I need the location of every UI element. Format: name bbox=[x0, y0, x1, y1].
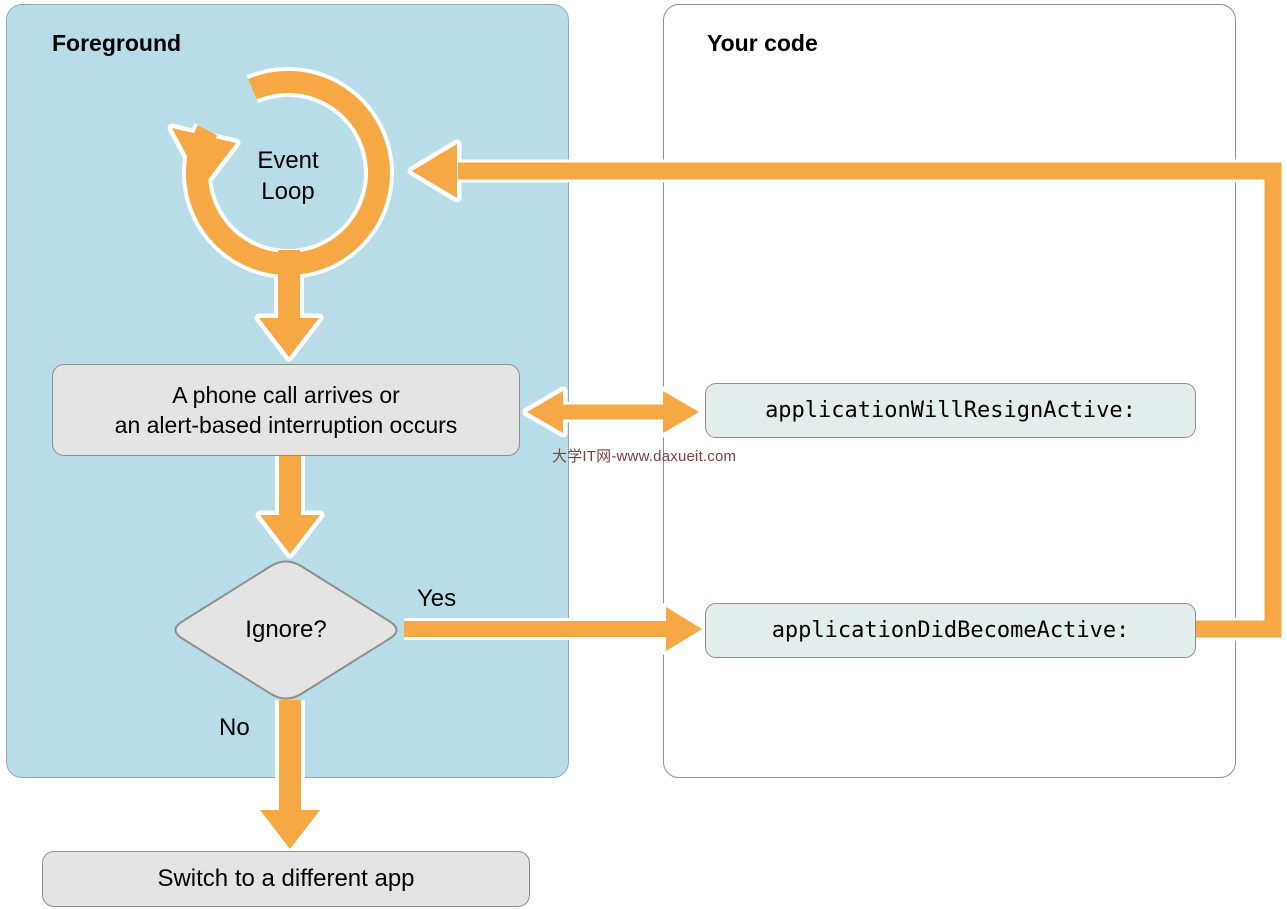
interruption-node: A phone call arrives or an alert-based i… bbox=[52, 364, 520, 456]
switch-app-node: Switch to a different app bbox=[42, 851, 530, 907]
application-will-resign-active-node: applicationWillResignActive: bbox=[705, 383, 1196, 438]
your-code-panel-title: Your code bbox=[707, 30, 818, 56]
ignore-decision-label: Ignore? bbox=[245, 616, 327, 643]
foreground-panel-title: Foreground bbox=[52, 30, 182, 56]
application-will-resign-active-label: applicationWillResignActive: bbox=[765, 398, 1136, 423]
watermark-text: 大学IT网-www.daxueit.com bbox=[552, 448, 737, 465]
ignore-decision-diamond bbox=[174, 560, 398, 700]
event-loop-node: Event Loop bbox=[228, 145, 348, 207]
application-did-become-active-node: applicationDidBecomeActive: bbox=[705, 603, 1196, 658]
no-branch-label: No bbox=[219, 714, 250, 741]
event-loop-label-line1: Event bbox=[257, 147, 319, 174]
yes-branch-label: Yes bbox=[417, 585, 457, 612]
switch-app-label: Switch to a different app bbox=[157, 865, 415, 892]
application-did-become-active-label: applicationDidBecomeActive: bbox=[771, 618, 1130, 643]
event-loop-label-line2: Loop bbox=[261, 178, 315, 205]
interruption-line1: A phone call arrives or bbox=[172, 382, 400, 408]
interruption-line2: an alert-based interruption occurs bbox=[114, 412, 458, 438]
